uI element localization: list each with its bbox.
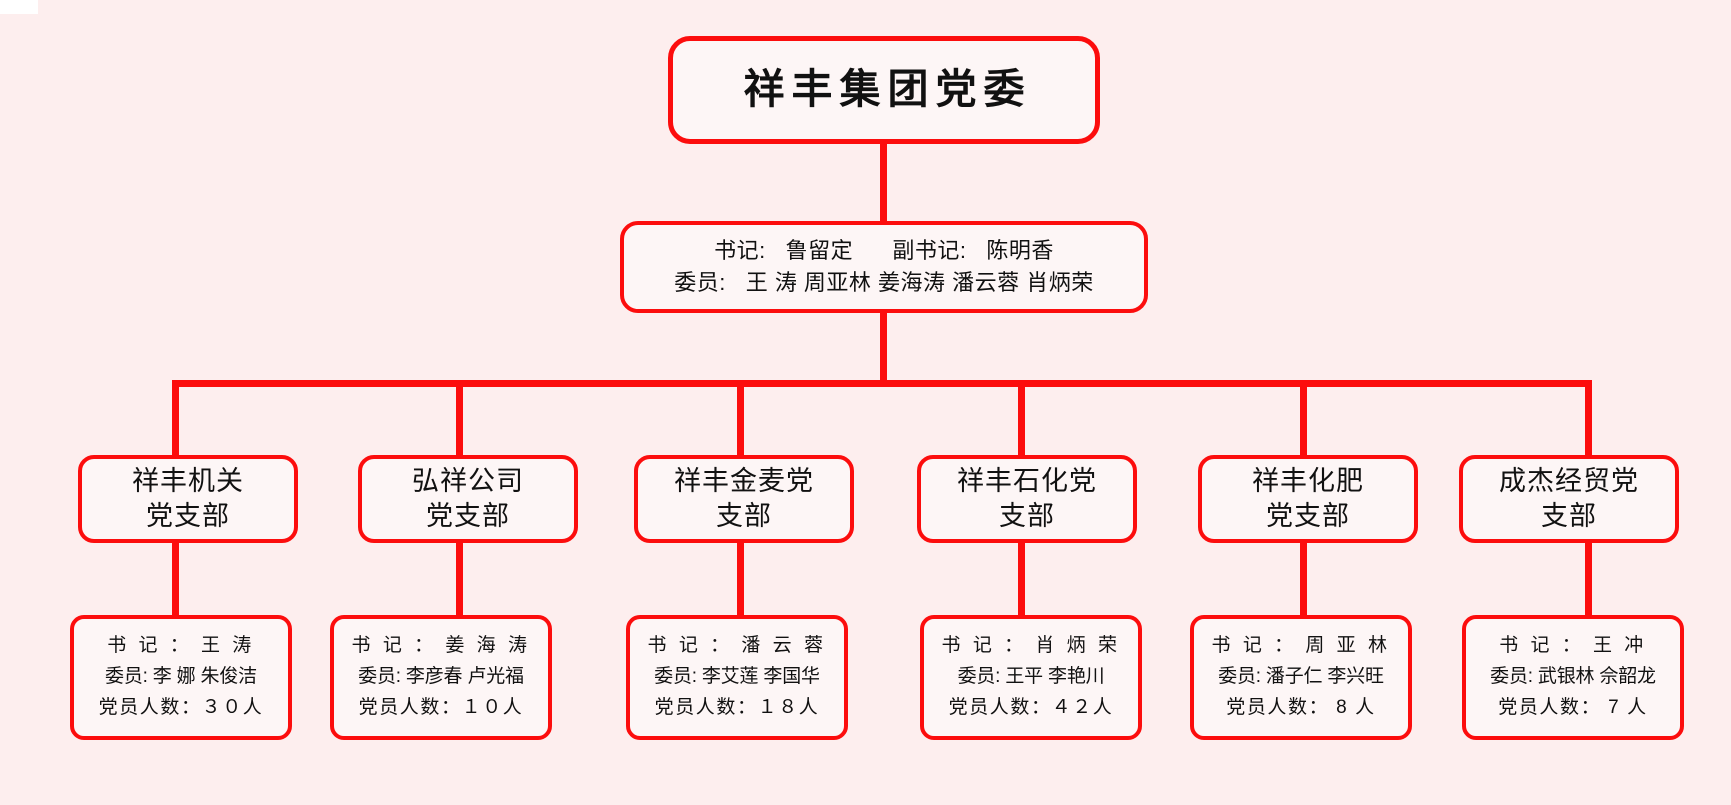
detail-members-5: 委员: 潘子仁 李兴旺 (1218, 666, 1384, 688)
detail-count-6: 党员人数： 7 人 (1498, 696, 1648, 718)
detail-node-6[interactable]: 书 记 ： 王 冲 委员: 武银林 佘韶龙 党员人数： 7 人 (1462, 615, 1684, 740)
detail-count-4: 党员人数：４２人 (948, 696, 1114, 718)
detail-members-2: 委员: 李彦春 卢光福 (358, 666, 524, 688)
detail-count-1: 党员人数：３０人 (98, 696, 264, 718)
connector-bus-to-branch-4 (1018, 380, 1025, 455)
detail-count-5: 党员人数： 8 人 (1226, 696, 1376, 718)
branch-node-3[interactable]: 祥丰金麦党 支部 (634, 455, 854, 543)
connector-bus-to-branch-2 (456, 380, 463, 455)
detail-members-3: 委员: 李艾莲 李国华 (654, 666, 820, 688)
connector-branch-6-to-detail (1585, 543, 1592, 615)
root-node-party-committee[interactable]: 祥丰集团党委 (668, 36, 1100, 144)
branch-node-6[interactable]: 成杰经贸党 支部 (1459, 455, 1679, 543)
detail-count-2: 党员人数：１０人 (358, 696, 524, 718)
branch-name-1: 祥丰机关 党支部 (132, 466, 244, 531)
branch-node-2[interactable]: 弘祥公司 党支部 (358, 455, 578, 543)
detail-node-5[interactable]: 书 记 ： 周 亚 林 委员: 潘子仁 李兴旺 党员人数： 8 人 (1190, 615, 1412, 740)
committee-deputy-name: 陈明香 (986, 238, 1054, 264)
detail-secretary-6: 书 记 ： 王 冲 (1499, 635, 1647, 657)
connector-root-to-committee (880, 144, 887, 221)
connector-branch-5-to-detail (1300, 543, 1307, 615)
committee-line-members: 委员: 王 涛 周亚林 姜海涛 潘云蓉 肖炳荣 (674, 267, 1094, 299)
connector-horizontal-bus (172, 380, 1592, 387)
connector-bus-to-branch-5 (1300, 380, 1307, 455)
detail-members-4: 委员: 王平 李艳川 (957, 666, 1105, 688)
committee-deputy-label: 副书记: (892, 238, 967, 264)
detail-secretary-3: 书 记 ： 潘 云 蓉 (647, 635, 827, 657)
detail-secretary-5: 书 记 ： 周 亚 林 (1211, 635, 1391, 657)
branch-node-4[interactable]: 祥丰石化党 支部 (917, 455, 1137, 543)
corner-notch (0, 0, 38, 14)
detail-count-3: 党员人数：１８人 (654, 696, 820, 718)
branch-name-3: 祥丰金麦党 支部 (674, 466, 814, 531)
branch-node-5[interactable]: 祥丰化肥 党支部 (1198, 455, 1418, 543)
connector-bus-to-branch-3 (737, 380, 744, 455)
committee-line-secretary: 书记: 鲁留定 副书记: 陈明香 (714, 235, 1054, 267)
detail-secretary-4: 书 记 ： 肖 炳 荣 (941, 635, 1121, 657)
root-title: 祥丰集团党委 (743, 66, 1032, 113)
branch-name-4: 祥丰石化党 支部 (957, 466, 1097, 531)
connector-bus-to-branch-1 (172, 380, 179, 455)
detail-members-6: 委员: 武银林 佘韶龙 (1490, 666, 1656, 688)
committee-members-label: 委员: (674, 270, 726, 295)
detail-members-1: 委员: 李 娜 朱俊洁 (105, 666, 257, 688)
detail-node-2[interactable]: 书 记 ： 姜 海 涛 委员: 李彦春 卢光福 党员人数：１０人 (330, 615, 552, 740)
committee-secretary-name: 鲁留定 (785, 238, 854, 264)
connector-committee-down (880, 313, 887, 383)
committee-members-names: 王 涛 周亚林 姜海涛 潘云蓉 肖炳荣 (745, 270, 1094, 295)
connector-bus-to-branch-6 (1585, 380, 1592, 455)
connector-branch-2-to-detail (456, 543, 463, 615)
detail-node-4[interactable]: 书 记 ： 肖 炳 荣 委员: 王平 李艳川 党员人数：４２人 (920, 615, 1142, 740)
connector-branch-3-to-detail (737, 543, 744, 615)
branch-node-1[interactable]: 祥丰机关 党支部 (78, 455, 298, 543)
committee-secretary-label: 书记: (714, 238, 766, 264)
branch-name-5: 祥丰化肥 党支部 (1252, 466, 1364, 531)
detail-node-1[interactable]: 书 记 ： 王 涛 委员: 李 娜 朱俊洁 党员人数：３０人 (70, 615, 292, 740)
connector-branch-4-to-detail (1018, 543, 1025, 615)
committee-node[interactable]: 书记: 鲁留定 副书记: 陈明香 委员: 王 涛 周亚林 姜海涛 潘云蓉 肖炳荣 (620, 221, 1148, 313)
branch-name-2: 弘祥公司 党支部 (412, 466, 524, 531)
connector-branch-1-to-detail (172, 543, 179, 615)
detail-secretary-2: 书 记 ： 姜 海 涛 (351, 635, 531, 657)
branch-name-6: 成杰经贸党 支部 (1499, 466, 1639, 531)
detail-secretary-1: 书 记 ： 王 涛 (107, 635, 255, 657)
detail-node-3[interactable]: 书 记 ： 潘 云 蓉 委员: 李艾莲 李国华 党员人数：１８人 (626, 615, 848, 740)
